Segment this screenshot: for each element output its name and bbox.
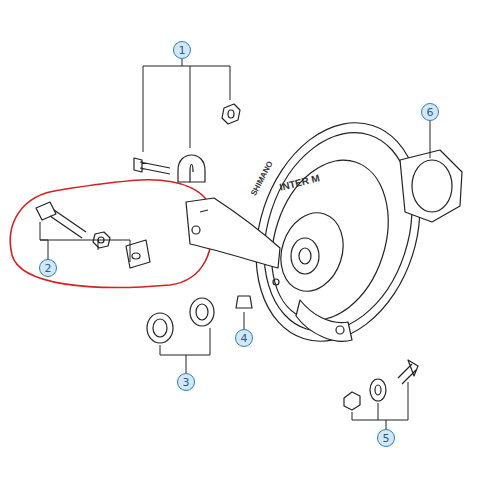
- callout-number: 1: [173, 41, 191, 59]
- callout-number: 5: [377, 429, 395, 447]
- callout-text: 5: [383, 433, 390, 444]
- callout-text: 1: [179, 45, 186, 56]
- callout-text: 2: [45, 263, 52, 274]
- callout-text: 4: [241, 333, 248, 344]
- callout-number: 4: [235, 329, 253, 347]
- callout-number: 2: [39, 259, 57, 277]
- callout-text: 6: [427, 107, 434, 118]
- callout-number: 3: [177, 373, 195, 391]
- callout-number: 6: [421, 103, 439, 121]
- callout-text: 3: [183, 377, 190, 388]
